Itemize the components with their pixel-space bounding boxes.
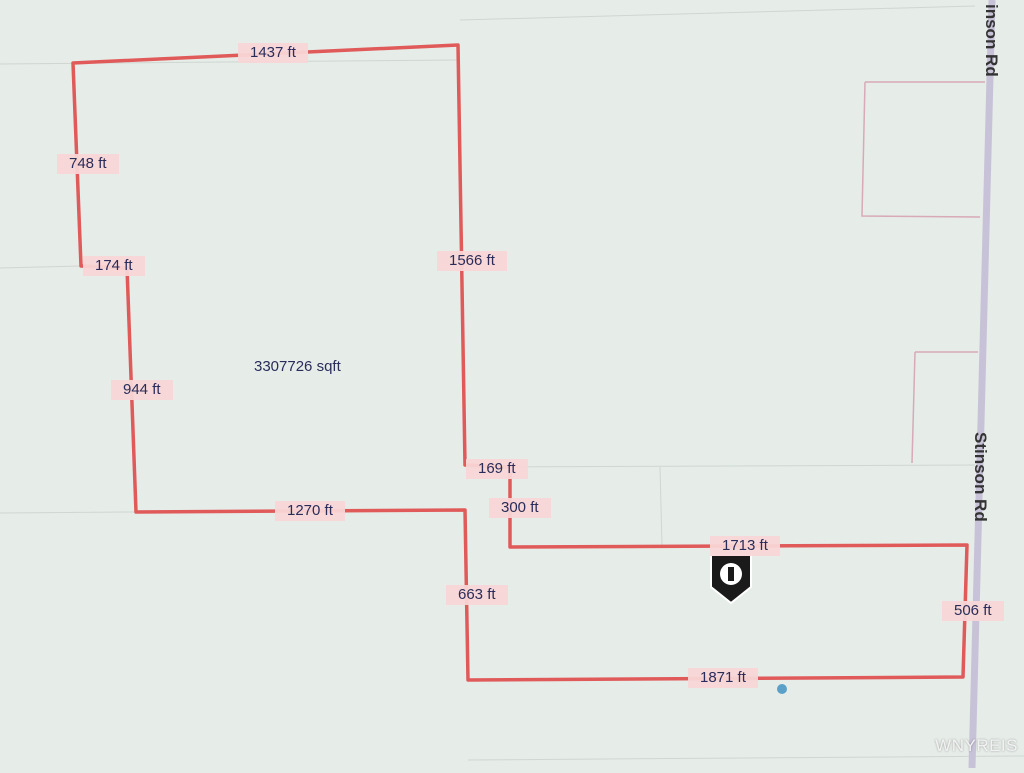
road-stinson [968,0,996,769]
watermark: WNYREIS [935,736,1018,755]
measurement-top-edge: 1437 ft [238,43,308,63]
grid-line [467,755,1024,761]
measurement-center-vertical: 1566 ft [437,251,507,271]
measurement-bottom-left: 1270 ft [275,501,345,521]
measurement-left-step: 174 ft [83,256,145,276]
map-dot-marker [777,684,787,694]
grid-line [0,511,136,514]
parcel-line [861,81,981,218]
measurement-left-lower: 944 ft [111,380,173,400]
grid-line [659,466,663,547]
measurement-east-side: 506 ft [942,601,1004,621]
property-boundary[interactable] [71,43,969,682]
measurement-east-top: 1713 ft [710,536,780,556]
grid-line [0,265,81,269]
road-label-top: inson Rd [982,4,1001,77]
measurement-left-upper: 748 ft [57,154,119,174]
grid-line [459,5,976,21]
measurement-lower-vertical: 663 ft [446,585,508,605]
location-badge-icon[interactable] [710,554,752,605]
area-label: 3307726 sqft [254,358,341,375]
grid-line [469,464,976,468]
measurement-notch-top: 169 ft [466,459,528,479]
measurement-notch-side: 300 ft [489,498,551,518]
grid-line [0,59,461,65]
road-label-stinson: Stinson Rd [971,432,990,522]
measurement-bottom-edge: 1871 ft [688,668,758,688]
parcel-line [911,351,916,464]
